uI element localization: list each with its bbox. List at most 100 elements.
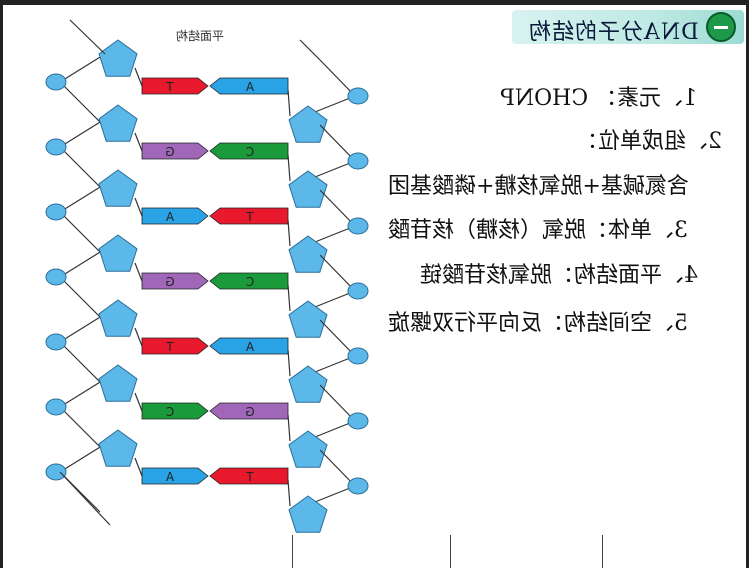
left-link — [134, 327, 143, 347]
left-phosphate — [45, 138, 67, 156]
right-bond — [319, 449, 356, 487]
right-bond — [319, 319, 356, 357]
left-bond — [59, 276, 101, 318]
left-base-label: A — [165, 210, 174, 224]
left-sugar — [98, 299, 138, 337]
left-base-label: C — [166, 405, 174, 419]
left-base — [141, 467, 209, 485]
bottom-left-end — [59, 471, 111, 526]
left-sugar — [98, 429, 138, 467]
left-phosphate — [45, 333, 67, 351]
left-sugar — [98, 364, 138, 402]
left-base — [141, 402, 209, 420]
right-bond — [319, 254, 356, 292]
right-sugar — [288, 430, 328, 468]
info-line-4: 3、单体：脱氧（核糖）核苷酸 — [388, 218, 688, 243]
left-base — [141, 207, 209, 225]
right-base-label: T — [246, 470, 255, 484]
left-phosphate — [45, 398, 67, 416]
left-base-label: A — [165, 470, 174, 484]
left-phosphate — [45, 463, 67, 481]
left-base-label: T — [166, 80, 175, 94]
right-phosphate — [347, 412, 369, 430]
right-phosphate — [347, 217, 369, 235]
left-sugar — [98, 104, 138, 142]
right-border — [746, 5, 749, 568]
bottom-divider-2 — [450, 535, 451, 568]
left-phosphate — [45, 268, 67, 286]
right-base-label: A — [245, 80, 254, 94]
left-sugar — [98, 39, 138, 77]
left-base — [141, 142, 209, 160]
left-link — [134, 132, 143, 152]
left-bond — [59, 341, 101, 383]
left-bond — [59, 378, 106, 408]
right-base — [209, 467, 289, 485]
left-bond — [59, 443, 106, 473]
right-sugar — [288, 300, 328, 338]
left-base-label: G — [165, 275, 174, 289]
left-border — [0, 5, 3, 568]
right-bond — [319, 189, 356, 227]
left-bond — [59, 183, 106, 213]
left-base — [141, 77, 209, 95]
left-link — [134, 457, 143, 477]
right-base — [209, 337, 289, 355]
diagram-title: 平面结构 — [176, 29, 225, 43]
left-link — [134, 392, 143, 412]
info-line-2: 2、组成单位： — [576, 129, 722, 154]
right-base — [209, 272, 289, 290]
left-bond — [59, 81, 101, 123]
left-bond — [59, 248, 106, 278]
right-base-label: C — [246, 275, 254, 289]
right-bond — [319, 384, 356, 422]
title-badge — [512, 10, 744, 44]
window-top-bar — [0, 0, 749, 5]
right-sugar — [288, 365, 328, 403]
right-phosphate — [347, 477, 369, 495]
left-bond — [59, 146, 101, 188]
right-base-label: C — [246, 145, 254, 159]
left-phosphate — [45, 203, 67, 221]
right-sugar — [288, 170, 328, 208]
top-right-end — [299, 39, 321, 61]
left-base — [141, 272, 209, 290]
right-base — [209, 402, 289, 420]
left-bond — [59, 313, 106, 343]
left-base-label: T — [166, 340, 175, 354]
right-phosphate — [347, 87, 369, 105]
left-sugar — [98, 234, 138, 272]
right-sugar — [288, 495, 328, 533]
right-base-label: A — [245, 340, 254, 354]
right-phosphate — [347, 152, 369, 170]
right-sugar — [288, 105, 328, 143]
left-sugar — [98, 169, 138, 207]
left-bond — [59, 406, 101, 448]
right-bond — [319, 59, 356, 97]
left-link — [134, 262, 143, 282]
left-link — [134, 67, 143, 87]
info-line-6: 5、空间结构：反向平行双螺旋 — [388, 311, 688, 336]
right-base — [209, 207, 289, 225]
info-line-3: 含氮碱基+脱氧核糖+磷酸基团 — [388, 174, 689, 199]
right-phosphate — [347, 282, 369, 300]
info-line-5: 4、平面结构：脱氧核苷酸链 — [420, 263, 698, 288]
bottom-divider-3 — [602, 535, 603, 568]
right-bond — [319, 124, 356, 162]
dash-icon — [706, 12, 736, 42]
left-base — [141, 337, 209, 355]
right-base — [209, 77, 289, 95]
right-base-label: T — [246, 210, 255, 224]
left-bond — [59, 118, 106, 148]
right-base — [209, 142, 289, 160]
left-phosphate — [45, 73, 67, 91]
left-base-label: G — [165, 145, 174, 159]
left-bond — [59, 211, 101, 253]
right-sugar — [288, 235, 328, 273]
right-phosphate — [347, 347, 369, 365]
left-link — [134, 197, 143, 217]
left-bond — [59, 53, 106, 83]
top-left-end — [69, 19, 106, 55]
right-base-label: G — [245, 405, 254, 419]
